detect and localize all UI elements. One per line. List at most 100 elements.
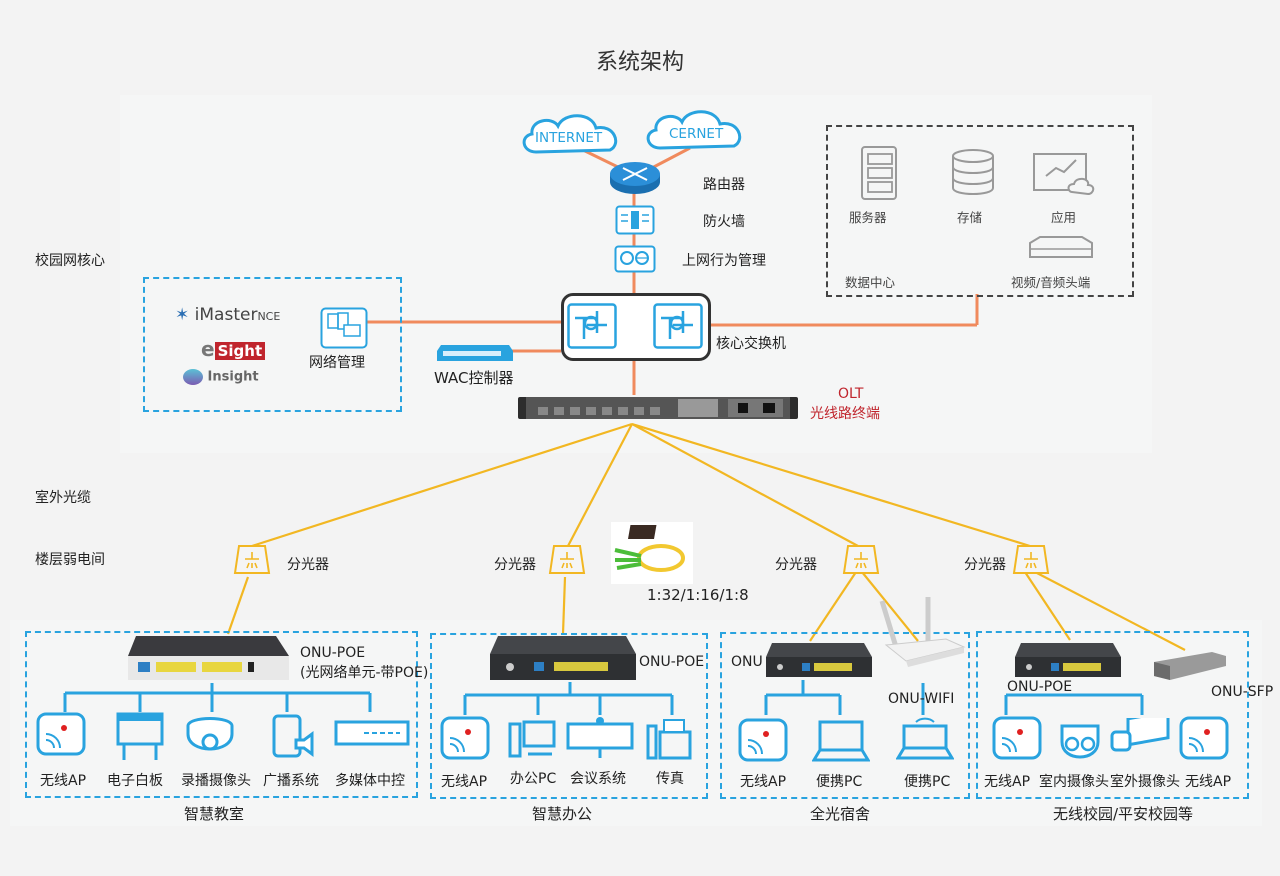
onu-poe-office-device <box>490 636 636 680</box>
multimedia-control-icon <box>334 720 410 746</box>
group-office <box>430 633 708 799</box>
device-label: 便携PC <box>904 774 951 790</box>
group-classroom-label: 智慧教室 <box>184 805 245 823</box>
insight-logo: Insight <box>183 369 259 385</box>
imaster-nce-logo: ✶ iMasterNCE <box>175 305 281 325</box>
onu-wifi-label: ONU-WIFI <box>888 691 955 707</box>
core-switch-1-icon <box>567 303 617 349</box>
wireless-ap-icon <box>1179 716 1229 760</box>
device-label: 室内摄像头 <box>1039 774 1109 790</box>
core-switch-label: 核心交换机 <box>716 336 786 352</box>
application-label: 应用 <box>1051 210 1077 225</box>
lan-lines <box>63 680 1144 715</box>
device-label: 室外摄像头 <box>1110 774 1180 790</box>
group-wireless-label: 无线校园/平安校园等 <box>1053 805 1194 823</box>
core-switch-2-icon <box>653 303 703 349</box>
behavior-management-icon <box>614 245 656 273</box>
splitter-2-label: 分光器 <box>494 557 536 573</box>
nms-group <box>143 277 402 412</box>
av-headend-label: 视频/音频头端 <box>1011 275 1091 290</box>
device-label: 便携PC <box>816 774 863 790</box>
onu-wifi-device <box>879 597 966 667</box>
group-classroom <box>25 631 418 798</box>
recording-camera-icon <box>186 717 234 751</box>
onu-poe-office-label: ONU-POE <box>639 654 705 670</box>
side-label-floor: 楼层弱电间 <box>35 552 105 568</box>
device-label: 无线AP <box>441 774 488 790</box>
device-label: 办公PC <box>510 771 557 787</box>
group-office-label: 智慧办公 <box>532 805 593 823</box>
device-label: 无线AP <box>40 773 87 789</box>
server-label: 服务器 <box>849 210 887 225</box>
device-label: 传真 <box>656 771 684 787</box>
onu-poe-wireless-label: ONU-POE <box>1007 679 1073 695</box>
whiteboard-icon <box>116 712 164 760</box>
fiber-lines <box>226 422 1186 651</box>
device-label: 会议系统 <box>570 771 626 787</box>
device-label: 广播系统 <box>263 773 319 789</box>
router-icon <box>610 162 660 194</box>
side-label-core: 校园网核心 <box>35 253 105 269</box>
storage-icon <box>952 149 994 195</box>
av-headend-icon <box>1029 236 1093 258</box>
splitter-3-icon <box>842 545 880 574</box>
wireless-ap-icon <box>36 712 86 756</box>
device-label: 无线AP <box>984 774 1031 790</box>
device-label: 多媒体中控 <box>335 773 405 789</box>
behavior-management-label: 上网行为管理 <box>682 253 766 269</box>
wac-controller-label: WAC控制器 <box>434 369 514 387</box>
network-management-icon <box>320 307 368 349</box>
server-icon <box>861 146 897 200</box>
olt-sublabel: 光线路终端 <box>810 406 880 422</box>
laptop-icon <box>812 720 870 762</box>
onu-poe-classroom-device <box>128 636 289 680</box>
onu-dorm-label: ONU <box>731 654 763 670</box>
onu-sfp-device <box>1154 652 1226 680</box>
fax-icon <box>646 719 692 760</box>
onu-poe-wireless-device <box>1015 643 1121 677</box>
network-management-label: 网络管理 <box>309 355 365 371</box>
indoor-camera-icon <box>1060 724 1100 759</box>
core-panel <box>120 95 1152 453</box>
side-label-outdoor: 室外光缆 <box>35 490 91 506</box>
application-icon <box>1033 153 1095 196</box>
insight-icon <box>183 369 203 385</box>
cloud-cernet-label: CERNET <box>669 126 724 142</box>
onu-dorm-device <box>766 643 872 677</box>
conference-system-icon <box>566 717 634 758</box>
page-title: 系统架构 <box>595 50 684 75</box>
device-label: 电子白板 <box>107 773 163 789</box>
wireless-ap-icon <box>738 718 788 762</box>
splitter-2-icon <box>548 545 586 574</box>
group-dorm <box>720 632 970 799</box>
wireless-ap-icon <box>992 716 1042 760</box>
onu-poe-classroom-label: ONU-POE <box>300 645 366 661</box>
router-label: 路由器 <box>703 177 745 193</box>
firewall-label: 防火墙 <box>703 214 745 230</box>
device-label: 录播摄像头 <box>181 773 251 789</box>
splitter-3-label: 分光器 <box>775 557 817 573</box>
olt-device <box>518 397 798 419</box>
imaster-icon: ✶ <box>175 305 190 325</box>
wireless-ap-icon <box>440 716 490 760</box>
datacenter-group <box>826 125 1134 297</box>
splitter-1-icon <box>233 545 271 574</box>
storage-label: 存储 <box>957 210 983 225</box>
firewall-icon <box>615 205 655 235</box>
splitter-4-icon <box>1012 545 1050 574</box>
link-cernet-router <box>647 146 691 172</box>
device-label: 无线AP <box>740 774 787 790</box>
group-dorm-label: 全光宿舍 <box>810 805 871 823</box>
splitter-4-label: 分光器 <box>964 557 1006 573</box>
office-pc-icon <box>508 720 556 758</box>
group-wireless <box>976 631 1249 799</box>
onu-sfp-label: ONU-SFP <box>1211 684 1274 700</box>
outdoor-camera-icon <box>1110 718 1170 752</box>
laptop-wifi-icon <box>896 717 954 760</box>
cloud-internet-icon <box>522 114 618 154</box>
wac-controller-icon <box>437 345 513 361</box>
olt-label: OLT <box>838 386 864 402</box>
split-ratio-label: 1:32/1:16/1:8 <box>647 586 749 604</box>
onu-poe-classroom-sublabel: (光网络单元-带POE) <box>300 665 429 681</box>
